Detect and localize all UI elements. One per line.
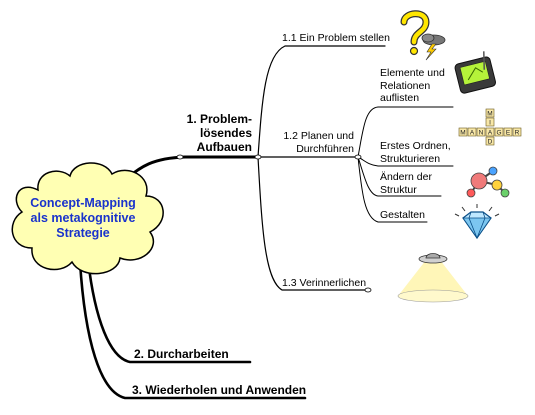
subtopic-elemente-line: auflisten [380, 92, 420, 104]
junction-node [354, 154, 362, 160]
subtopic-ordnen-line: Strukturieren [380, 152, 441, 165]
subtopic-1-1[interactable]: 1.1 Ein Problem stellen [282, 32, 390, 44]
subtopic-aendern-line: Ändern der [380, 171, 432, 183]
branch3-connector [78, 260, 307, 400]
child-a-connector [357, 106, 454, 158]
subtopic-elemente[interactable]: Elemente und Relationen auflisten [380, 67, 445, 105]
letter-tile [512, 127, 522, 137]
junction-node [176, 154, 184, 160]
subtopic-1-3[interactable]: 1.3 Verinnerlichen [282, 277, 367, 289]
letter-tile-text: M [460, 130, 465, 137]
center-topic[interactable]: Concept-Mapping als metakognitive Strate… [18, 196, 148, 241]
branch1-line: Aufbauen [196, 140, 252, 154]
center-topic-line: als metakognitive [30, 211, 136, 225]
handheld-pda-icon [454, 51, 497, 94]
subtopic-ordnen-line: Erstes Ordnen, [380, 140, 451, 152]
subtopic-gestalten[interactable]: Gestalten [380, 209, 425, 221]
subtopic-elemente-line: Relationen [380, 79, 431, 92]
child-d-connector [357, 156, 428, 223]
letter-tile [467, 127, 477, 137]
letter-tile [476, 127, 486, 137]
junction-node [254, 154, 262, 160]
subtopic-elemente-line: Elemente und [380, 67, 445, 79]
branch2-connector [86, 258, 252, 364]
letter-tile-text: E [506, 130, 511, 137]
letter-tile-text: M [487, 111, 492, 118]
sub3-connector [257, 156, 369, 291]
molecule-icon [466, 166, 510, 198]
diamond-icon [454, 204, 500, 240]
question-mark-storm-icon [400, 10, 446, 61]
letter-tile-text: D [488, 139, 493, 146]
child-c-connector [357, 156, 442, 197]
subtopic-1-2-line: 1.2 Planen und [283, 130, 354, 142]
center-cloud [11, 162, 164, 275]
letter-tile-text: R [515, 130, 520, 137]
letter-tile-text: A [488, 130, 493, 137]
letter-tile [494, 127, 504, 137]
ufo-beam-icon [397, 253, 469, 303]
letter-tile-text: G [496, 130, 501, 137]
subtopic-1-2[interactable]: 1.2 Planen und Durchführen [272, 130, 354, 155]
subtopic-aendern-line: Struktur [380, 183, 417, 196]
center-topic-line: Concept-Mapping [30, 196, 136, 210]
subtopic-aendern[interactable]: Ändern der Struktur [380, 171, 432, 196]
letter-tile [485, 136, 495, 146]
letter-tile [485, 127, 495, 137]
letter-tile-text: A [470, 130, 475, 137]
sub1-connector [257, 45, 386, 158]
center-topic-line: Strategie [56, 226, 110, 240]
branch3-topic[interactable]: 3. Wiederholen und Anwenden [132, 383, 307, 397]
branch1-line: lösendes [199, 126, 252, 140]
branch1-topic[interactable]: 1. Problem- lösendes Aufbauen [174, 112, 252, 154]
subtopic-1-2-line: Durchführen [296, 142, 354, 155]
letter-tile [458, 127, 468, 137]
letter-tile-text: N [479, 130, 484, 137]
letter-tile [485, 117, 495, 127]
letter-tile-text: I [489, 120, 491, 127]
letter-tile [503, 127, 513, 137]
branch1-line: 1. Problem- [186, 112, 252, 126]
junction-node [364, 287, 372, 293]
branch2-topic[interactable]: 2. Durcharbeiten [134, 347, 229, 361]
letter-tile [485, 108, 495, 118]
subtopic-ordnen[interactable]: Erstes Ordnen, Strukturieren [380, 140, 451, 165]
